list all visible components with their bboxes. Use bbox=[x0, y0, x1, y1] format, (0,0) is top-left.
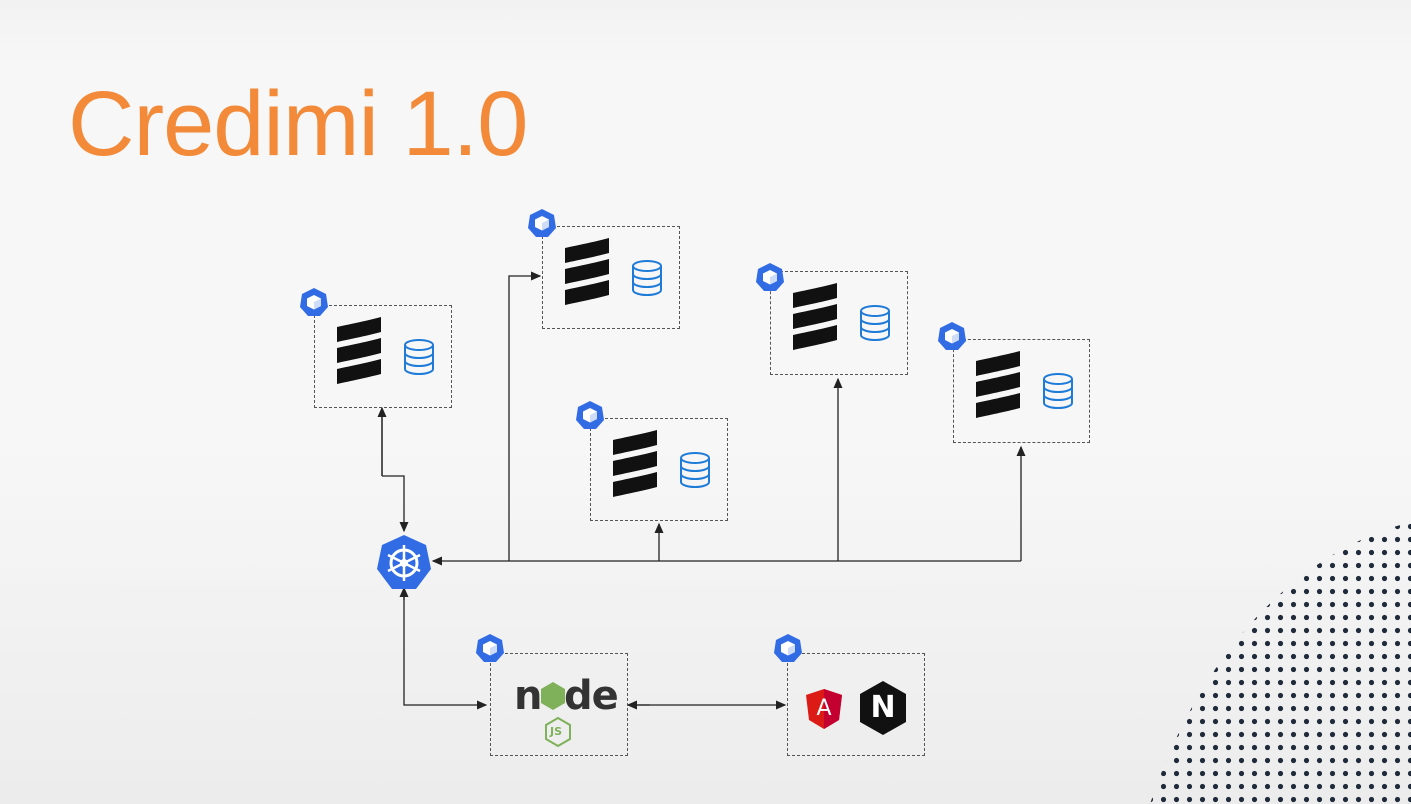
pod-icon bbox=[938, 322, 966, 350]
database-icon bbox=[680, 452, 710, 488]
edge-k8s-node bbox=[403, 590, 488, 710]
pod-icon bbox=[756, 263, 784, 291]
pod-icon bbox=[528, 209, 556, 237]
nodejs-js-badge-icon bbox=[545, 717, 571, 747]
database-icon bbox=[1043, 373, 1073, 409]
scala-icon bbox=[793, 283, 837, 350]
database-icon bbox=[632, 260, 662, 296]
scala-icon bbox=[337, 317, 381, 384]
nodejs-text-de: de bbox=[564, 673, 619, 719]
scala-icon bbox=[976, 351, 1020, 418]
database-icon bbox=[404, 339, 434, 375]
kubernetes-icon bbox=[377, 535, 431, 589]
slide-title: Credimi 1.0 bbox=[68, 73, 528, 175]
scala-service-box bbox=[542, 226, 680, 329]
pod-icon bbox=[300, 288, 328, 316]
pod-icon bbox=[476, 634, 504, 662]
database-icon bbox=[860, 305, 890, 341]
scala-service-box bbox=[314, 305, 452, 408]
scala-service-box bbox=[590, 418, 728, 521]
frontend-service-box bbox=[787, 653, 925, 756]
nodejs-text-n: n bbox=[514, 673, 543, 719]
angular-icon: A bbox=[805, 688, 843, 730]
scala-icon bbox=[565, 238, 609, 305]
nodejs-js-label: JS bbox=[550, 725, 563, 738]
nodejs-service-box bbox=[490, 653, 628, 756]
edge-bus-service2 bbox=[508, 271, 542, 561]
nodejs-logo: n de JS bbox=[514, 673, 619, 753]
nginx-icon: N bbox=[858, 680, 908, 736]
scala-service-box bbox=[953, 339, 1090, 443]
pod-icon bbox=[774, 634, 802, 662]
scala-icon bbox=[613, 430, 657, 497]
nodejs-hex-icon bbox=[541, 682, 565, 710]
pod-icon bbox=[576, 401, 604, 429]
scala-service-box bbox=[770, 271, 908, 375]
angular-letter: A bbox=[816, 696, 832, 721]
nginx-letter: N bbox=[870, 690, 896, 725]
